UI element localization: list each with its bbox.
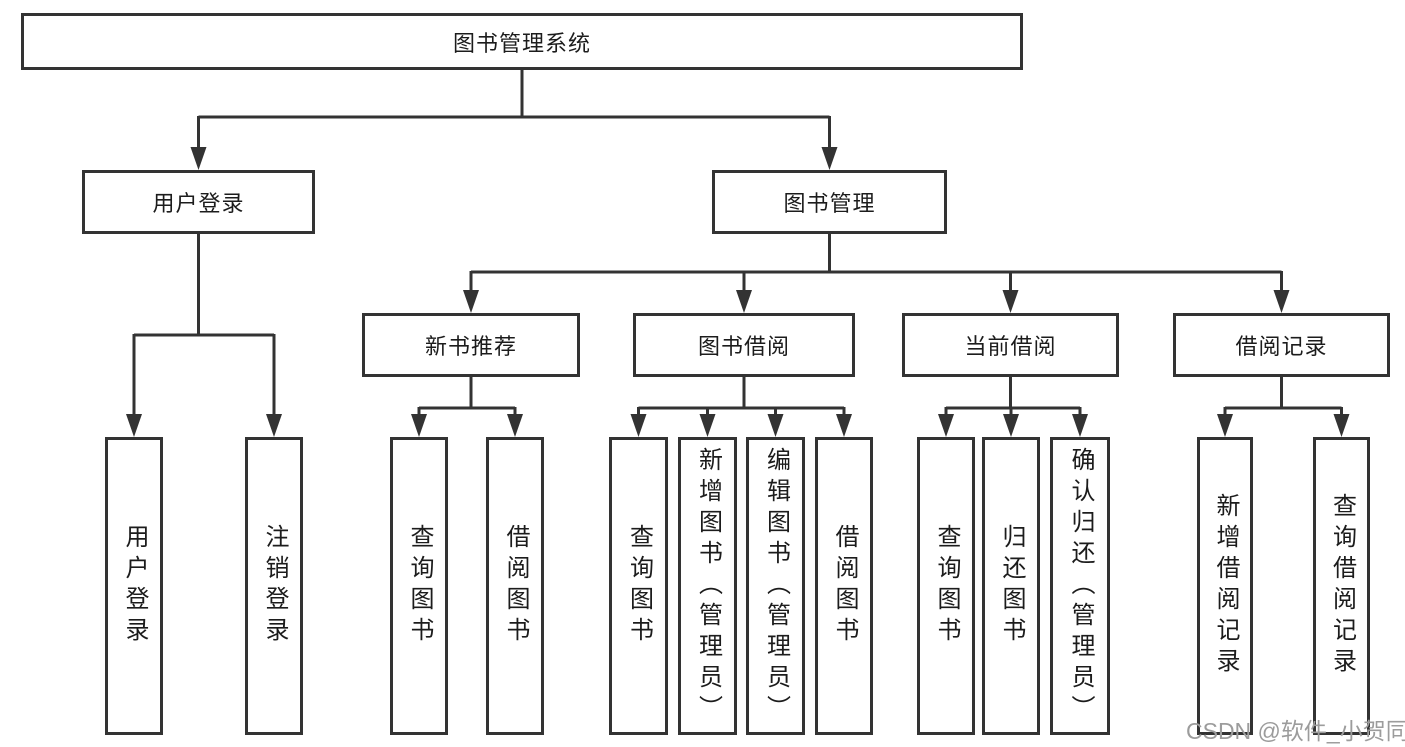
leaf-query-books-2: 查询图书 bbox=[609, 437, 668, 735]
leaf-label: 查询图书 bbox=[625, 524, 653, 648]
leaf-label: 注销登录 bbox=[261, 524, 288, 648]
connector-management-to-level3 bbox=[463, 234, 1290, 313]
node-book-borrow: 图书借阅 bbox=[633, 313, 855, 377]
node-book-management: 图书管理 bbox=[712, 170, 947, 234]
leaf-query-books-3: 查询图书 bbox=[917, 437, 975, 735]
node-user-login: 用户登录 bbox=[82, 170, 315, 234]
connector-current-to-leaves bbox=[938, 377, 1088, 437]
leaf-label: 归还图书 bbox=[998, 524, 1025, 648]
leaf-query-borrow-record: 查询借阅记录 bbox=[1313, 437, 1370, 735]
leaf-borrow-books-2: 借阅图书 bbox=[815, 437, 873, 735]
leaf-label: 确认归还（管理员） bbox=[1067, 446, 1094, 726]
csdn-watermark: CSDN @软件_小贺同学 bbox=[1186, 718, 1405, 744]
leaf-logout: 注销登录 bbox=[245, 437, 303, 735]
node-new-book-recommend: 新书推荐 bbox=[362, 313, 580, 377]
connector-borrow-to-leaves bbox=[630, 377, 852, 437]
leaf-add-books-admin: 新增图书（管理员） bbox=[678, 437, 737, 735]
leaf-return-books: 归还图书 bbox=[982, 437, 1040, 735]
node-borrow-records: 借阅记录 bbox=[1173, 313, 1390, 377]
leaf-label: 查询图书 bbox=[406, 524, 433, 648]
leaf-label: 新增图书（管理员） bbox=[694, 446, 722, 726]
leaf-confirm-return-admin: 确认归还（管理员） bbox=[1050, 437, 1110, 735]
leaf-label: 编辑图书（管理员） bbox=[762, 446, 790, 726]
leaf-add-borrow-record: 新增借阅记录 bbox=[1197, 437, 1253, 735]
leaf-label: 新增借阅记录 bbox=[1212, 493, 1239, 679]
leaf-label: 用户登录 bbox=[121, 524, 148, 648]
leaf-label: 借阅图书 bbox=[831, 524, 858, 648]
leaf-user-login: 用户登录 bbox=[105, 437, 163, 735]
node-current-borrow: 当前借阅 bbox=[902, 313, 1119, 377]
leaf-label: 查询借阅记录 bbox=[1328, 493, 1356, 679]
leaf-edit-books-admin: 编辑图书（管理员） bbox=[746, 437, 805, 735]
connector-root-to-level2 bbox=[190, 70, 838, 170]
connector-records-to-leaves bbox=[1217, 377, 1350, 437]
leaf-query-books-1: 查询图书 bbox=[390, 437, 448, 735]
leaf-label: 借阅图书 bbox=[502, 524, 529, 648]
leaf-borrow-books-1: 借阅图书 bbox=[486, 437, 544, 735]
connector-newbook-to-leaves bbox=[411, 377, 523, 437]
leaf-label: 查询图书 bbox=[933, 524, 960, 648]
node-root: 图书管理系统 bbox=[21, 13, 1023, 70]
connector-login-to-leaves bbox=[126, 234, 282, 437]
